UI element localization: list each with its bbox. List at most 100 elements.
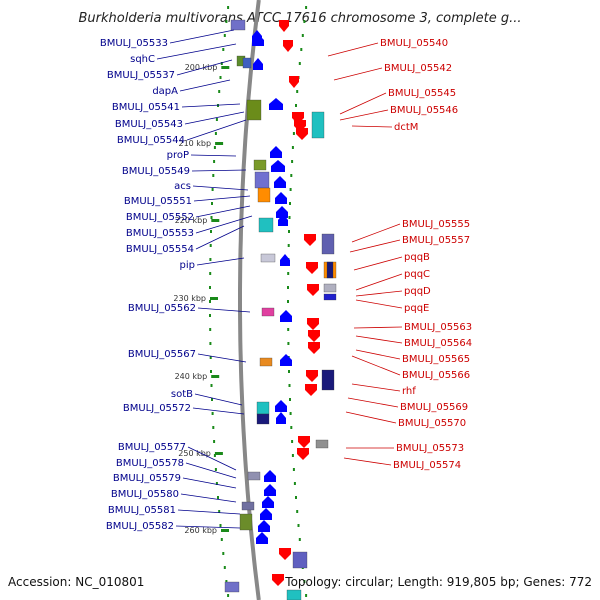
leader-line-right [355, 299, 403, 309]
track-dot [209, 314, 211, 317]
label-layer: BMULJ_05533sqhCBMULJ_05537dapABMULJ_0554… [100, 29, 472, 532]
track-dot [289, 188, 292, 191]
forward-gene-arrow [256, 532, 268, 544]
forward-gene-arrow [280, 310, 292, 322]
gene-label-right: pqqD [404, 286, 431, 297]
track-dot [289, 398, 291, 401]
kbp-tick-mark [221, 66, 230, 69]
track-dot [212, 426, 215, 429]
reverse-gene-arrow [307, 284, 319, 296]
gene-label-left: sotB [171, 389, 193, 400]
leader-line-right [351, 383, 401, 392]
reverse-gene-box [323, 283, 337, 293]
track-dot [292, 468, 295, 471]
leader-line-left [177, 509, 241, 515]
reverse-gene-arrow [296, 128, 308, 140]
reverse-gene-box [315, 439, 329, 449]
track-dot [213, 454, 216, 457]
leader-line-left [192, 185, 249, 191]
track-dot [290, 174, 293, 177]
leader-line-right [355, 335, 403, 344]
kbp-tick-mark [215, 142, 224, 145]
leader-line-right [347, 397, 399, 408]
kbp-tick-mark [210, 297, 218, 300]
track-dot [215, 118, 218, 121]
track-dot [220, 62, 223, 65]
track-dot [291, 440, 294, 443]
track-dot [209, 342, 212, 345]
feature-layer [224, 19, 337, 600]
forward-gene-box [259, 357, 273, 367]
leader-line-left [180, 493, 237, 503]
leader-line-left [156, 43, 237, 60]
track-dot [215, 482, 218, 485]
track-dot [296, 90, 299, 93]
gene-label-right: BMULJ_05545 [388, 88, 456, 99]
track-dot [298, 538, 301, 541]
forward-gene-arrow [269, 98, 283, 110]
kbp-tick-label: 240 kbp [175, 372, 208, 381]
reverse-gene-arrow [304, 234, 316, 246]
gene-label-right: BMULJ_05570 [398, 418, 466, 429]
summary-text: Topology: circular; Length: 919,805 bp; … [284, 575, 592, 589]
track-dot [303, 580, 306, 583]
leader-line-right [327, 42, 379, 57]
leader-line-left [194, 393, 243, 406]
track-dot [222, 48, 225, 51]
leader-line-left [187, 446, 237, 471]
forward-gene-box [241, 501, 255, 511]
track-dot [298, 62, 301, 65]
reverse-gene-arrow [306, 370, 318, 382]
track-dot [305, 594, 308, 597]
reverse-gene-box [321, 233, 335, 255]
track-dot [290, 426, 293, 429]
forward-gene-box [242, 57, 252, 69]
track-dot [209, 244, 212, 247]
track-dot [293, 482, 296, 485]
track-dot [292, 132, 295, 135]
gene-label-right: BMULJ_05564 [404, 338, 472, 349]
track-dot [287, 286, 289, 289]
track-dot [209, 328, 212, 331]
track-dot [289, 202, 291, 205]
forward-gene-box [253, 159, 267, 171]
track-dot [291, 146, 294, 149]
gene-label-right: BMULJ_05566 [402, 370, 470, 381]
track-dot [213, 440, 216, 443]
track-dot [288, 230, 290, 233]
leader-line-right [333, 67, 383, 81]
map-title: Burkholderia multivorans ATCC 17616 chro… [79, 11, 522, 26]
track-dot [291, 160, 294, 163]
track-dot [287, 342, 290, 345]
gene-label-left: dapA [152, 86, 178, 97]
leader-line-right [353, 256, 403, 271]
track-dot [227, 594, 230, 597]
track-dot [227, 6, 230, 9]
leader-line-right [343, 457, 392, 466]
track-dot [225, 580, 228, 583]
gene-label-right: BMULJ_05563 [404, 322, 472, 333]
leader-line-left [190, 154, 237, 157]
forward-gene-box [261, 307, 275, 317]
reverse-gene-arrow [297, 448, 309, 460]
forward-gene-box [230, 19, 246, 31]
reverse-gene-box [321, 369, 335, 391]
reverse-gene-arrow [279, 20, 289, 32]
leader-line-right [351, 125, 393, 128]
track-dot [288, 384, 291, 387]
gene-label-right: BMULJ_05540 [380, 38, 448, 49]
gene-label-left: BMULJ_05580 [111, 489, 179, 500]
reverse-gene-arrow [283, 40, 293, 52]
leader-line-left [197, 353, 247, 363]
kbp-tick-label: 230 kbp [173, 294, 206, 303]
gene-label-right: BMULJ_05546 [390, 105, 458, 116]
kbp-tick-label: 200 kbp [185, 63, 218, 72]
gene-label-right: BMULJ_05542 [384, 63, 452, 74]
gene-label-left: BMULJ_05533 [100, 38, 168, 49]
kbp-tick-mark [211, 375, 220, 378]
reverse-gene-arrow [307, 318, 319, 330]
leader-line-left [193, 195, 251, 202]
track-dot [301, 34, 304, 37]
leader-line-left [175, 525, 241, 529]
leader-line-right [353, 326, 403, 329]
